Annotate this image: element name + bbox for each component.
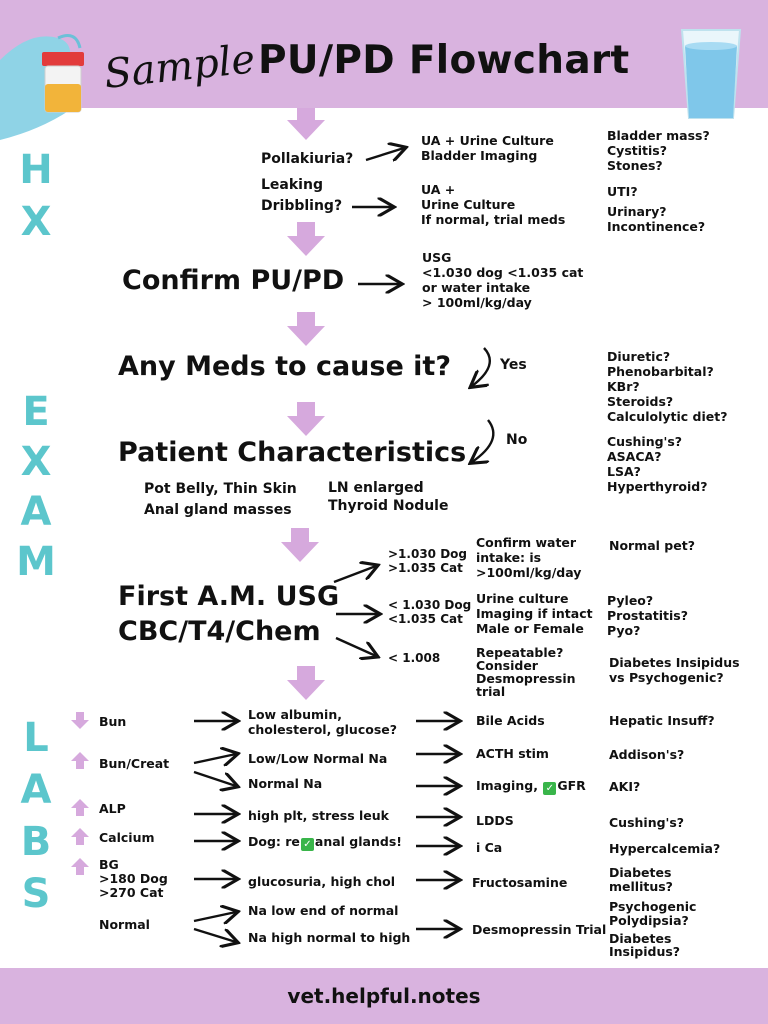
page-title: PU/PD Flowchart (258, 38, 630, 83)
usg-dx-high: Normal pet? (609, 538, 695, 553)
footer-band (0, 968, 768, 1024)
usg-range-mid: < 1.030 Dog<1.035 Cat (388, 598, 472, 626)
finding-dog-anal-glands: Dog: re✓anal glands! (248, 834, 402, 851)
finding-low-na: Low/Low Normal Na (248, 751, 388, 766)
dx-hypercalcemia: Hypercalcemia? (609, 841, 721, 856)
lab-bun-creat: Bun/Creat (99, 756, 170, 771)
finding-glucosuria: glucosuria, high chol (248, 874, 396, 889)
test-fructosamine: Fructosamine (472, 875, 568, 890)
down-arrow-icon (71, 712, 89, 729)
test-desmopressin: Desmopressin Trial (472, 922, 607, 937)
test-acth-stim: ACTH stim (476, 746, 549, 761)
dx-hepatic: Hepatic Insuff? (609, 713, 715, 728)
check-icon: ✓ (543, 782, 557, 795)
dx-cushings: Cushing's? (609, 815, 685, 830)
finding-normal-na: Normal Na (248, 776, 323, 791)
hx-pollakiuria: Pollakiuria? (261, 151, 354, 167)
dx-aki: AKI? (609, 779, 641, 794)
finding-na-low: Na low end of normal (248, 903, 399, 918)
test-ica: i Ca (476, 840, 503, 855)
lab-normal: Normal (99, 917, 150, 932)
usg-range-high: >1.030 Dog>1.035 Cat (388, 547, 467, 575)
check-icon: ✓ (300, 838, 314, 851)
header-band (0, 0, 768, 108)
hx-dribbling: Dribbling? (261, 198, 343, 214)
finding-na-high: Na high normal to high (248, 930, 411, 945)
lab-calcium: Calcium (99, 830, 155, 845)
patient-no: No (506, 432, 528, 448)
usg-dx-mid: Pyleo?Prostatitis?Pyo? (607, 593, 688, 638)
up-arrow-icon (71, 799, 89, 816)
test-imaging-gfr: Imaging, ✓GFR (476, 778, 586, 795)
meds-list: Diuretic?Phenobarbital?KBr?Steroids?Calc… (607, 349, 728, 424)
up-arrow-icon (71, 858, 89, 875)
confirm-pupd-title: Confirm PU/PD (122, 265, 345, 296)
hx-leaking-dx-uti: UTI? (607, 184, 638, 199)
lab-bg: BG>180 Dog>270 Cat (99, 857, 168, 900)
lab-alp: ALP (99, 801, 126, 816)
up-arrow-icon (71, 752, 89, 769)
finding-low-albumin: Low albumin,cholesterol, glucose? (248, 707, 397, 737)
meds-yes: Yes (500, 357, 527, 373)
footer-handle: vet.helpful.notes (287, 984, 481, 1008)
patient-title: Patient Characteristics (118, 437, 467, 468)
test-ldds: LDDS (476, 813, 514, 828)
hx-pollakiuria-dx: Bladder mass?Cystitis?Stones? (607, 128, 710, 173)
hx-leaking: Leaking (261, 177, 323, 193)
test-bile-acids: Bile Acids (476, 713, 545, 728)
hx-leaking-dx-incontinence: Urinary?Incontinence? (607, 204, 706, 234)
usg-range-low: < 1.008 (388, 651, 441, 665)
up-arrow-icon (71, 828, 89, 845)
patient-dx: Cushing's?ASACA?LSA?Hyperthyroid? (607, 434, 708, 494)
meds-title: Any Meds to cause it? (118, 351, 452, 382)
dx-addisons: Addison's? (609, 747, 685, 762)
lab-bun: Bun (99, 714, 127, 729)
finding-high-plt: high plt, stress leuk (248, 808, 389, 823)
